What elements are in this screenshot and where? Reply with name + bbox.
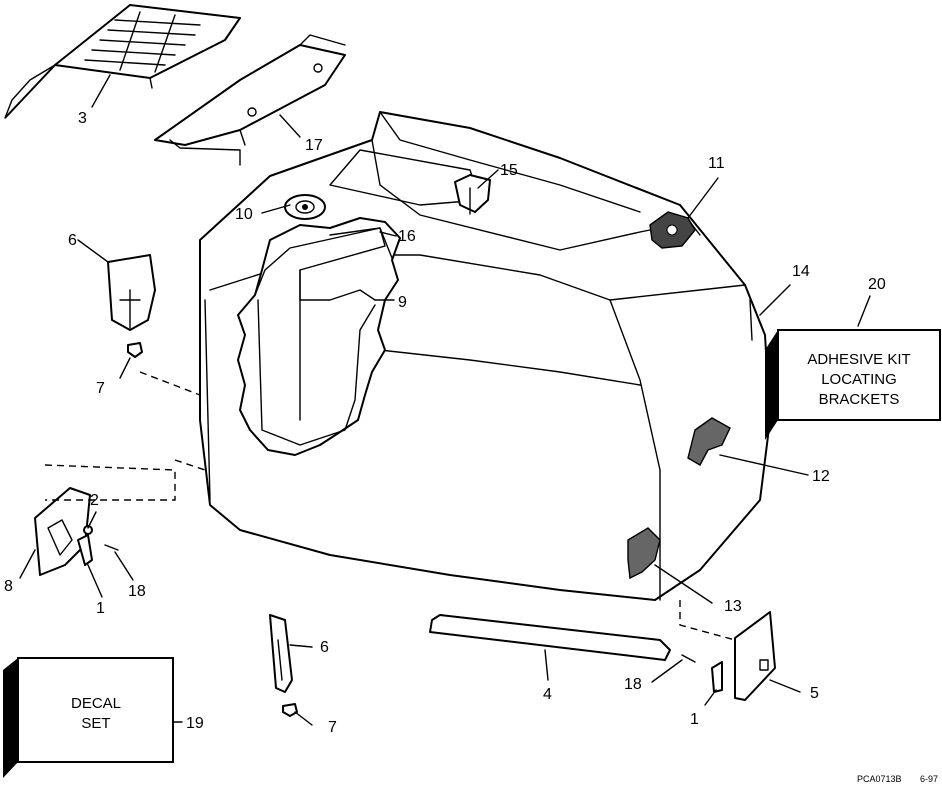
cowl-cutaway — [237, 217, 401, 456]
decal-set-box-part-19: DECAL SET — [3, 657, 174, 778]
callout-10: 10 — [235, 206, 253, 223]
latch-plate-part-8 — [34, 487, 91, 576]
callout-labels: 3 17 6 7 10 15 16 9 11 14 20 12 13 2 8 1… — [4, 110, 886, 736]
callout-7-lower: 7 — [328, 719, 337, 736]
latch-part-1-right — [711, 661, 723, 693]
plug-part-7-upper — [127, 342, 143, 358]
pin-part-18-right — [681, 654, 696, 663]
callout-1-left: 1 — [96, 600, 105, 617]
callout-18-right: 18 — [624, 676, 642, 693]
adhesive-kit-line2: LOCATING — [821, 371, 897, 388]
latch-plate-part-5 — [734, 611, 776, 701]
adhesive-kit-box-part-20: ADHESIVE KIT LOCATING BRACKETS — [765, 329, 941, 440]
side-plate-part-6-lower — [269, 614, 293, 693]
latch-part-1-left — [77, 534, 93, 566]
callout-20: 20 — [868, 276, 886, 293]
callout-3: 3 — [78, 110, 87, 127]
latch-assembly-right — [681, 611, 776, 701]
callout-4: 4 — [543, 686, 552, 703]
callout-13: 13 — [724, 598, 742, 615]
callout-6-lower: 6 — [320, 639, 329, 656]
leader-lines — [19, 74, 871, 726]
decal-set-line2: SET — [81, 715, 110, 732]
adhesive-kit-line1: ADHESIVE KIT — [807, 351, 910, 368]
dashed-reference-lines — [44, 371, 736, 641]
side-plate-part-6-upper — [107, 254, 156, 331]
pin-part-18-left — [104, 544, 119, 551]
hinge-bracket-part-11 — [649, 211, 696, 249]
callout-11: 11 — [708, 155, 725, 172]
callout-17: 17 — [305, 137, 323, 154]
decal-set-line1: DECAL — [71, 695, 121, 712]
figure-code: PCA0713B — [857, 774, 902, 784]
latch-assembly-left — [34, 487, 119, 576]
figure-date: 6-97 — [920, 774, 938, 784]
callout-6-upper: 6 — [68, 232, 77, 249]
top-cover-plate-part-17 — [154, 34, 346, 166]
trim-strip-part-4 — [429, 614, 671, 661]
callout-5: 5 — [810, 685, 819, 702]
callout-8: 8 — [4, 578, 13, 595]
adhesive-kit-line3: BRACKETS — [819, 391, 900, 408]
locating-bracket-part-13 — [627, 527, 661, 580]
callout-2: 2 — [90, 492, 99, 509]
callout-1-right: 1 — [690, 711, 699, 728]
callout-9: 9 — [398, 294, 407, 311]
callout-18-left: 18 — [128, 583, 146, 600]
air-intake-grille-part-3 — [4, 4, 241, 119]
callout-16: 16 — [398, 228, 416, 245]
plug-part-7-lower — [282, 703, 298, 717]
cowl-grommet-part-10 — [284, 194, 326, 220]
callout-15: 15 — [500, 162, 518, 179]
screw-part-2 — [83, 525, 93, 535]
callout-19: 19 — [186, 715, 204, 732]
callout-12: 12 — [812, 468, 830, 485]
locating-bracket-part-12 — [687, 417, 731, 466]
callout-7-upper: 7 — [96, 380, 105, 397]
callout-14: 14 — [792, 263, 810, 280]
